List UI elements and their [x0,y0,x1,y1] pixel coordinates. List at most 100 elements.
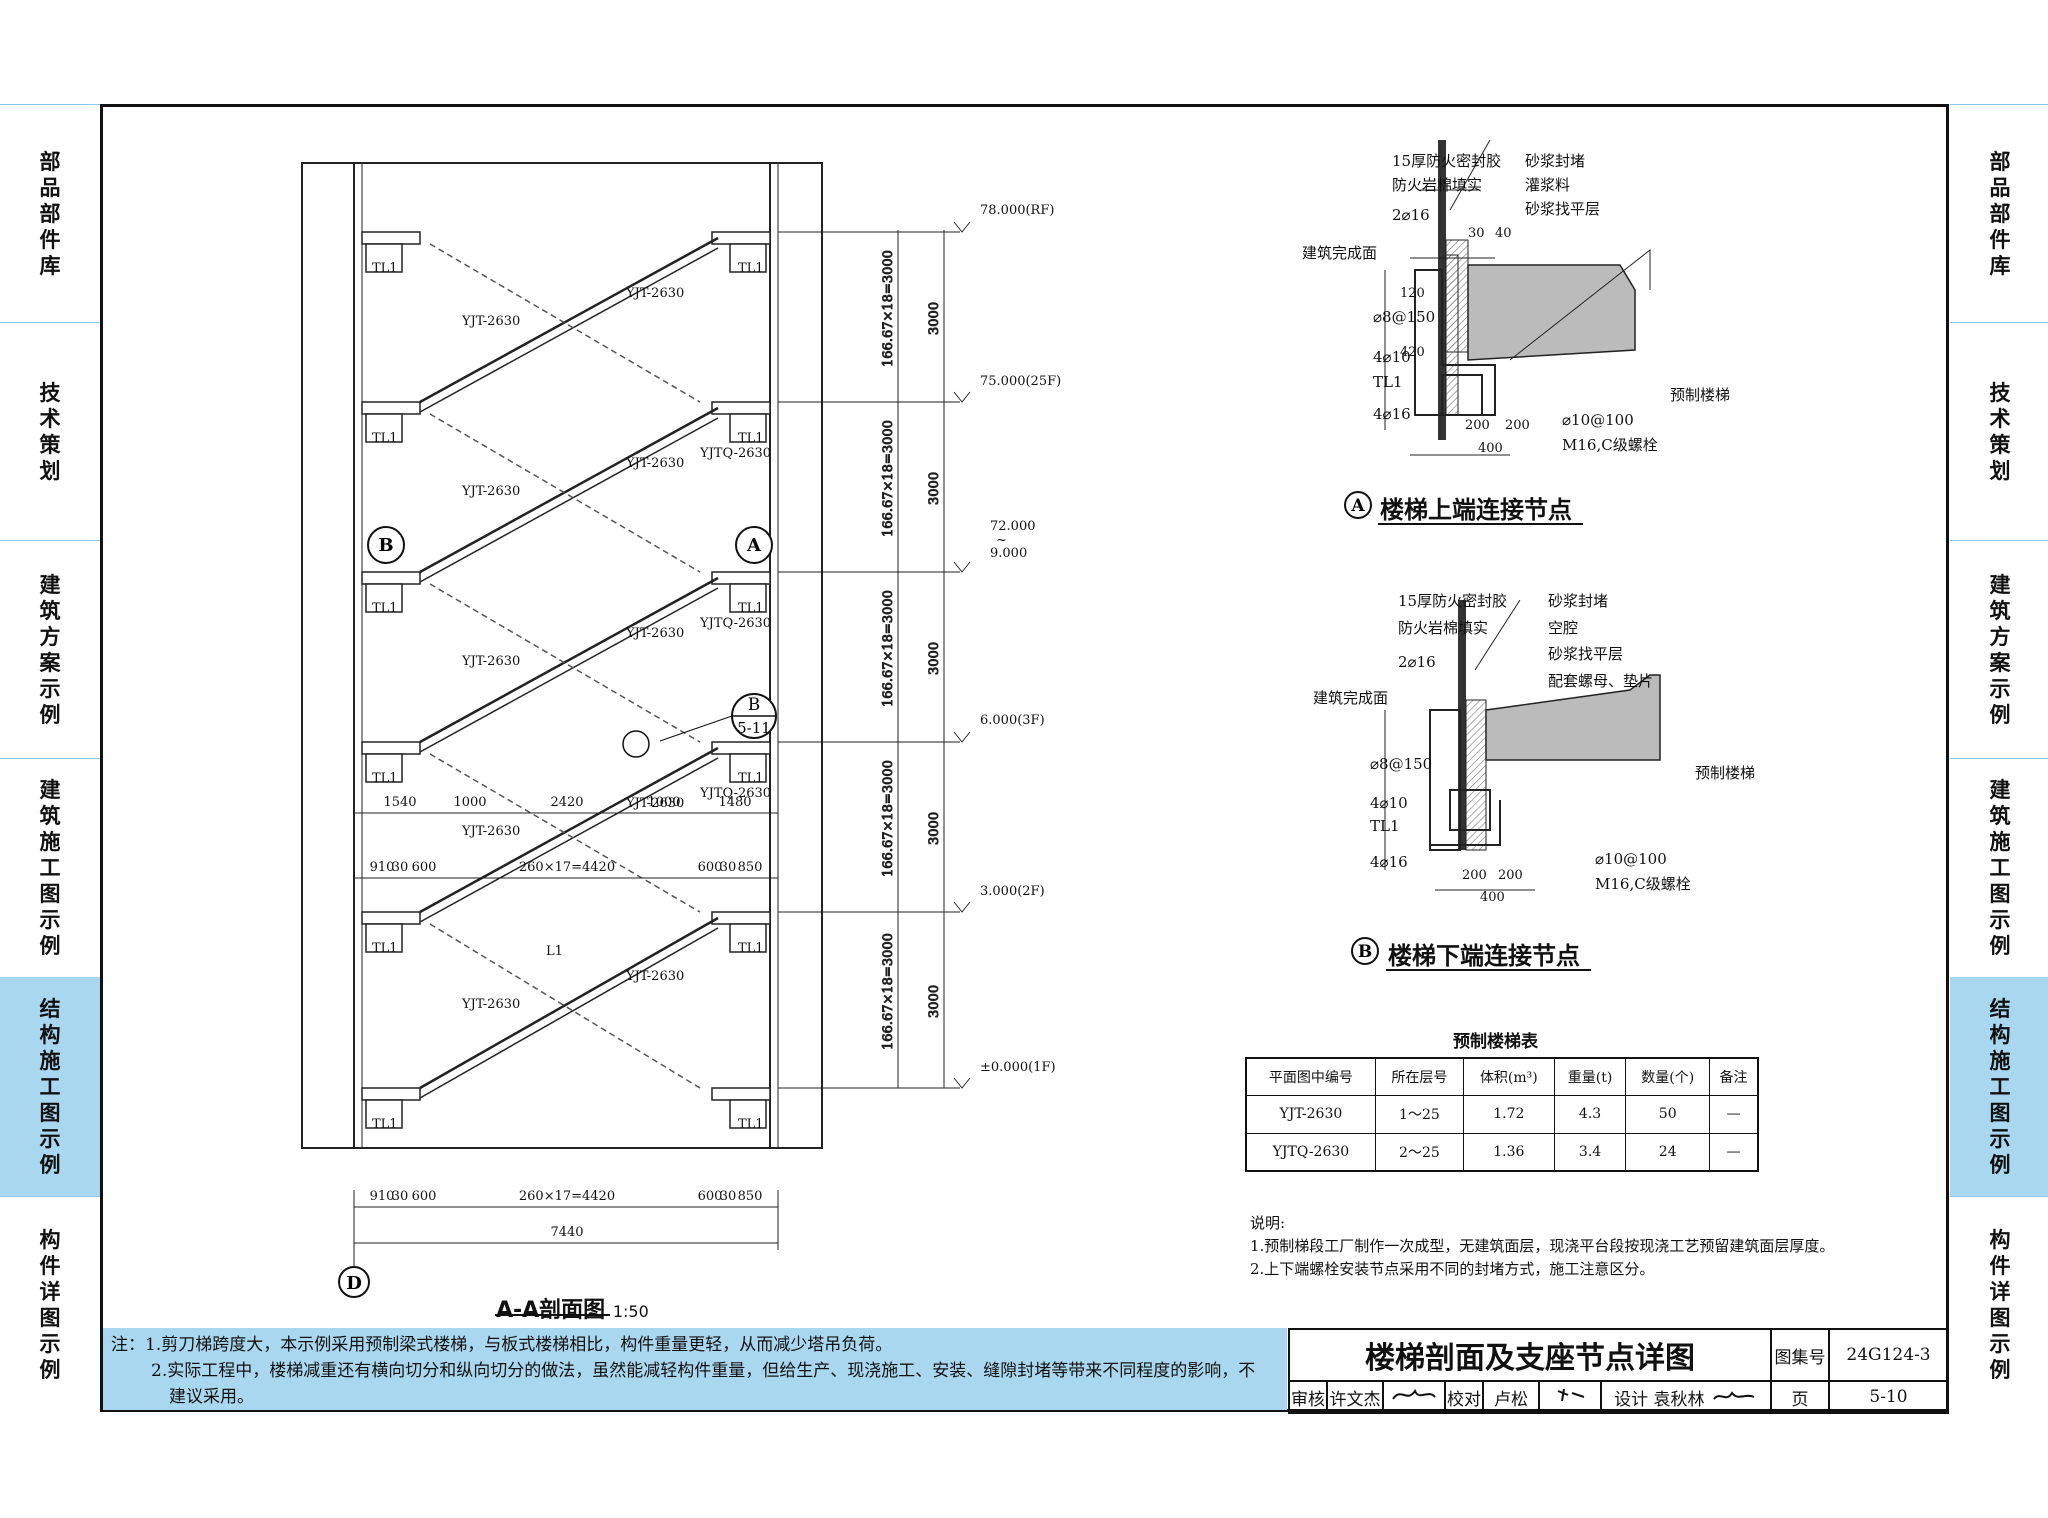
beam-label: TL1 [738,431,764,446]
tab-struct-construction[interactable]: 结构施工图示例 [0,977,100,1196]
plan-dim: 600 [698,860,723,875]
detail-a-dim: 400 [1478,441,1503,456]
detail-a-label: ⌀8@150 [1373,308,1436,326]
detail-a-title: 楼梯上端连接节点 [1380,496,1572,524]
stair-flight [419,927,719,1099]
tab-divider [1950,104,2048,105]
detail-b-label: 2⌀16 [1398,653,1436,671]
stair-component-label: YJTQ-2630 [699,786,771,801]
plan-total: 7440 [550,1225,583,1240]
plan-dim: 910 [370,860,395,875]
table-row: YJT-2630 1～25 1.72 4.3 50 — [1245,1095,1759,1134]
level-marker [953,561,971,573]
landing-slab [361,401,421,415]
floor-level-label: 9.000 [990,546,1027,561]
beam-label: TL1 [372,1117,398,1132]
title-underline [1386,969,1591,971]
tab-arch-construction[interactable]: 建筑施工图示例 [39,777,61,958]
stair-flight [419,247,719,413]
table-cell: 2～25 [1374,1132,1464,1172]
table-header: 平面图中编号 [1245,1057,1376,1097]
stair-flight-hidden [429,243,701,403]
svg-text:B: B [1358,942,1372,962]
story-dim: 3000 [927,472,942,505]
signature-icon [1713,1390,1755,1400]
callout-b-circle [367,526,405,564]
detail-a-label: 预制楼梯 [1670,386,1731,404]
callout-a-circle [735,526,773,564]
tab-arch-scheme-right[interactable]: 建筑方案示例 [1989,572,2011,727]
tab-arch-construction-right[interactable]: 建筑施工图示例 [1989,777,2011,958]
table-header: 备注 [1709,1057,1759,1097]
stair-flight [419,587,719,753]
tab-detail-drawings-right[interactable]: 构件详图示例 [1989,1227,2011,1382]
tab-divider [1950,540,2048,541]
detail-b-label: 防火岩棉填实 [1398,619,1489,637]
level-marker [953,221,971,233]
detail-a-label: 防火岩棉填实 [1392,176,1483,194]
atlas-label: 图集号 [1770,1328,1831,1382]
detail-a-marker: A [1344,491,1372,519]
stair-flight [419,916,719,1090]
story-dim: 3000 [927,985,942,1018]
landing-beam [365,923,403,953]
landing-slab [361,571,421,585]
table-row: YJTQ-2630 2～25 1.36 3.4 24 — [1245,1132,1759,1172]
tab-tech-planning[interactable]: 技术策划 [39,380,61,483]
floor-level-label: 75.000(25F) [980,374,1061,389]
stair-flight [419,417,719,583]
stair-flight-hidden [429,583,701,743]
tab-divider [1950,758,2048,759]
beam-label: TL1 [738,601,764,616]
detail-b-label: ⌀8@150 [1370,755,1433,773]
detail-b-title: 楼梯下端连接节点 [1388,942,1580,970]
detail-a-label: 4⌀16 [1373,405,1411,423]
tab-detail-drawings[interactable]: 构件详图示例 [39,1227,61,1382]
detail-a-label: M16,C级螺栓 [1562,436,1658,454]
detail-a-dim: 200 [1505,418,1530,433]
detail-a-label: TL1 [1373,373,1403,391]
stair-table-title: 预制楼梯表 [1453,1032,1538,1052]
landing-slab [711,231,771,245]
detail-b-dim: 200 [1498,868,1523,883]
detail-b-label: 空腔 [1548,619,1579,637]
beam-label: TL1 [372,431,398,446]
tab-components[interactable]: 部品部件库 [39,149,61,278]
detail-b-dim: 200 [1462,868,1487,883]
floor-level-label: 3.000(2F) [980,884,1045,899]
detail-a-label: ⌀10@100 [1562,411,1634,429]
detail-b-label: 4⌀16 [1370,853,1408,871]
callout-b-text: B [378,535,393,556]
tab-arch-scheme[interactable]: 建筑方案示例 [39,572,61,727]
stair-component-label: YJT-2630 [461,824,520,839]
stair-flight [419,746,719,914]
tab-divider [0,322,100,323]
story-dim: 166.67×18=3000 [881,933,896,1050]
signature-icon [1392,1388,1436,1400]
detail-b-label: 4⌀10 [1370,794,1408,812]
landing-beam [365,753,403,783]
tab-tech-planning-right[interactable]: 技术策划 [1989,380,2011,483]
story-dim: 166.67×18=3000 [881,420,896,537]
detail-a-label: 砂浆封堵 [1525,152,1586,170]
landing-slab [361,741,421,755]
stair-component-label: YJTQ-2630 [699,446,771,461]
tab-components-right[interactable]: 部品部件库 [1989,149,2011,278]
stair-component-label: YJT-2630 [461,997,520,1012]
beam-label: TL1 [738,261,764,276]
detail-a-label: 15厚防火密封胶 [1392,152,1502,170]
landing-beam [365,583,403,613]
level-marker [953,1077,971,1089]
plan-dim: 600 [412,1189,437,1204]
beam-label: TL1 [372,771,398,786]
design-label: 设计 [1614,1389,1649,1410]
stair-flight [419,236,719,404]
tab-divider [0,104,100,105]
callout-b-ref-bottom: 5-11 [737,719,771,737]
table-cell: — [1709,1095,1759,1134]
beam-label: TL1 [738,771,764,786]
note-line: 建议采用。 [169,1387,254,1407]
detail-b-drawing [1384,600,1661,891]
stair-component-label: YJT-2630 [625,456,684,471]
tab-struct-construction-right[interactable]: 结构施工图示例 [1950,977,2048,1196]
